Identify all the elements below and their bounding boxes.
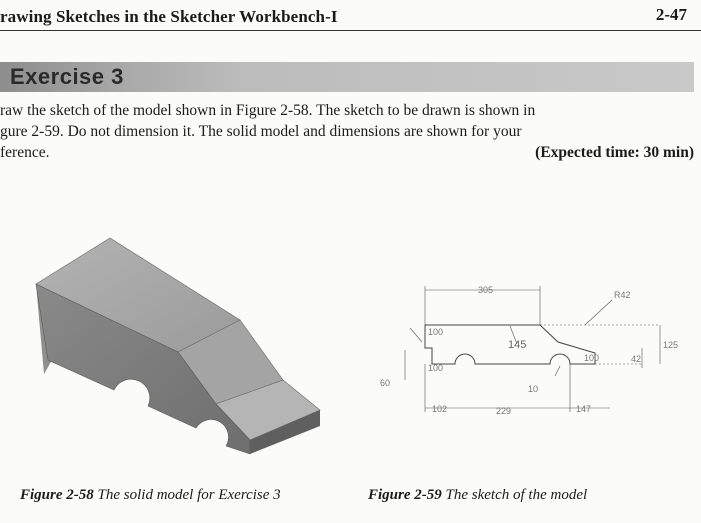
- dim-wheel-radius: 100: [428, 363, 443, 373]
- sketch-profile: [424, 324, 596, 365]
- exercise-banner: Exercise 3: [0, 62, 694, 92]
- figure-59-caption: Figure 2-59 The sketch of the model: [368, 487, 587, 504]
- dim-left-step: 100: [428, 327, 443, 337]
- running-header: rawing Sketches in the Sketcher Workbenc…: [0, 0, 701, 31]
- dim-right-step: 100: [584, 353, 599, 363]
- dim-wheel-gap: 10: [528, 384, 538, 394]
- instruction-line-3: ference. (Expected time: 30 min): [0, 142, 694, 163]
- model-front-face: [250, 410, 320, 454]
- dim-right-total: 125: [663, 340, 678, 350]
- figure-58-number: Figure 2-58: [20, 487, 94, 503]
- figure-59-text: The sketch of the model: [445, 487, 588, 503]
- dim-arc-radius: R42: [614, 290, 631, 300]
- instruction-line-1: raw the sketch of the model shown in Fig…: [0, 102, 536, 119]
- dim-slant-width: 145: [508, 339, 526, 351]
- instruction-line-2: gure 2-59. Do not dimension it. The soli…: [0, 123, 522, 140]
- sketch-figure: 305 R42 145 100 100 100 42 125 60 10 102…: [380, 285, 678, 416]
- model-side-face: [35, 283, 251, 455]
- dim-total-height: 60: [380, 378, 390, 388]
- dim-right-height: 42: [631, 354, 641, 364]
- figure-59-number: Figure 2-59: [368, 487, 442, 503]
- exercise-title: Exercise 3: [10, 64, 124, 89]
- figure-58-text: The solid model for Exercise 3: [97, 487, 281, 503]
- dim-bottom-left: 102: [432, 404, 447, 414]
- instruction-line-3-text: ference.: [0, 144, 50, 161]
- solid-model-figure: [35, 237, 321, 455]
- exercise-instruction: raw the sketch of the model shown in Fig…: [0, 100, 694, 163]
- running-title: rawing Sketches in the Sketcher Workbenc…: [0, 7, 338, 26]
- dim-top-width: 305: [478, 285, 493, 295]
- page-number: 2-47: [655, 5, 687, 24]
- figure-58-caption: Figure 2-58 The solid model for Exercise…: [20, 487, 281, 504]
- dim-bottom-middle: 229: [496, 406, 511, 416]
- expected-time: (Expected time: 30 min): [535, 144, 694, 161]
- dim-bottom-right: 147: [576, 404, 591, 414]
